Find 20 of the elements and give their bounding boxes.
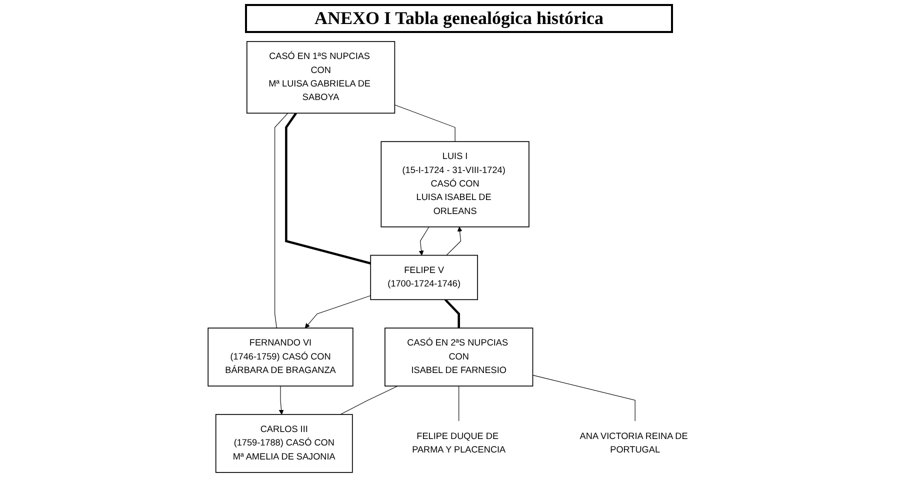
node-text: FELIPE DUQUE DE PARMA Y PLACENCIA bbox=[412, 432, 506, 455]
connector bbox=[394, 104, 456, 142]
arrow bbox=[446, 226, 463, 256]
node-box: CASÓ EN 2ªS NUPCIAS CON ISABEL DE FARNESIO bbox=[384, 328, 534, 386]
node-box: FELIPE V (1700-1724-1746) bbox=[370, 254, 478, 300]
node-text: ANA VICTORIA REINA DE PORTUGAL bbox=[580, 432, 688, 455]
arrow bbox=[419, 226, 430, 256]
title: ANEXO I Tabla genealógica histórica bbox=[245, 4, 673, 33]
connector bbox=[340, 386, 399, 415]
connector bbox=[274, 112, 289, 328]
node-box: CASÓ EN 1ªS NUPCIAS CON Mª LUISA GABRIELA DE SABOYA bbox=[246, 41, 396, 114]
node-box: FERNANDO VI (1746-1759) CASÓ CON BÁRBARA DE BRAGANZA bbox=[208, 328, 354, 386]
connector bbox=[444, 298, 460, 328]
connector bbox=[459, 386, 460, 422]
connector bbox=[286, 112, 372, 264]
node-box: LUIS I (15-I-1724 - 31-VIII-1724) CASÓ CON LUISA ISABEL DE ORLEANS bbox=[381, 141, 530, 228]
connector bbox=[532, 374, 636, 422]
arrow bbox=[279, 386, 284, 415]
node-box: CARLOS III (1759-1788) CASÓ CON Mª AMELIA DE SAJONIA bbox=[216, 414, 354, 473]
arrow bbox=[305, 295, 372, 328]
